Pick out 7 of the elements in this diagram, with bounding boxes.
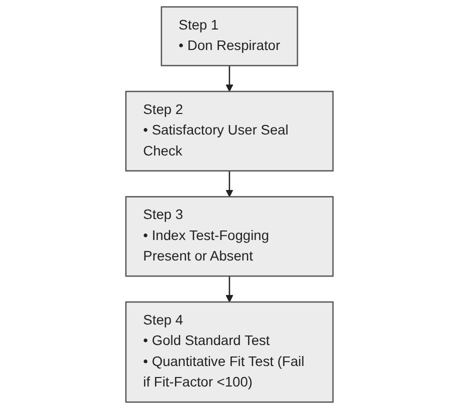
arrow [226,276,234,302]
node-box: Step 4 • Gold Standard Test • Quantitative Fit Test (Fail if Fit-Factor <100) [125,301,334,403]
node-box: Step 2 • Satisfactory User Seal Check [125,90,334,172]
node-box: Step 3 • Index Test-Fogging Present or Absent [125,196,334,277]
node-box: Step 1 • Don Respirator [160,6,298,66]
arrow [226,66,234,92]
arrow [226,170,234,198]
